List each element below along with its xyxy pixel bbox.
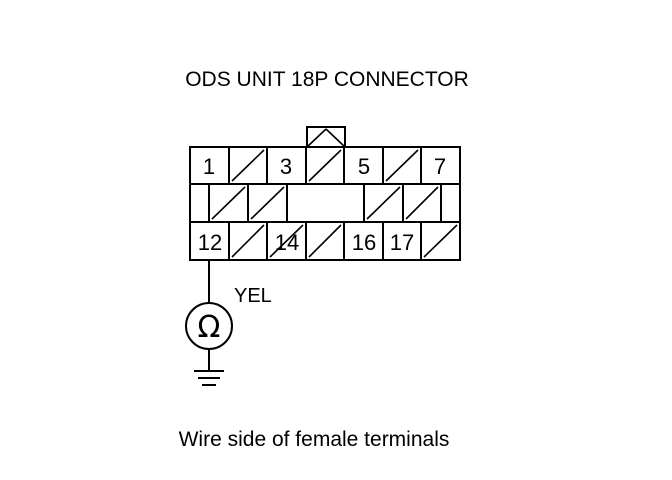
- diagram-title: ODS UNIT 18P CONNECTOR: [185, 68, 469, 91]
- empty-cavity-marks: [211, 149, 458, 258]
- pin-5-label: 5: [358, 154, 370, 179]
- pin-16-label: 16: [352, 230, 376, 255]
- pin-12-label: 12: [198, 230, 222, 255]
- ground-icon: [194, 370, 224, 386]
- connector-body: [189, 146, 461, 261]
- connector-lock-tab: [306, 126, 346, 148]
- pin-7-label: 7: [434, 154, 446, 179]
- pin-3-label: 3: [280, 154, 292, 179]
- ohmmeter-icon: Ω: [185, 302, 233, 350]
- wire-color-label: YEL: [234, 285, 272, 307]
- pin-14-label: 14: [275, 230, 299, 255]
- pin-1-label: 1: [203, 154, 215, 179]
- pin-17-label: 17: [390, 230, 414, 255]
- ohm-symbol: Ω: [198, 310, 221, 345]
- diagram-caption: Wire side of female terminals: [179, 428, 450, 451]
